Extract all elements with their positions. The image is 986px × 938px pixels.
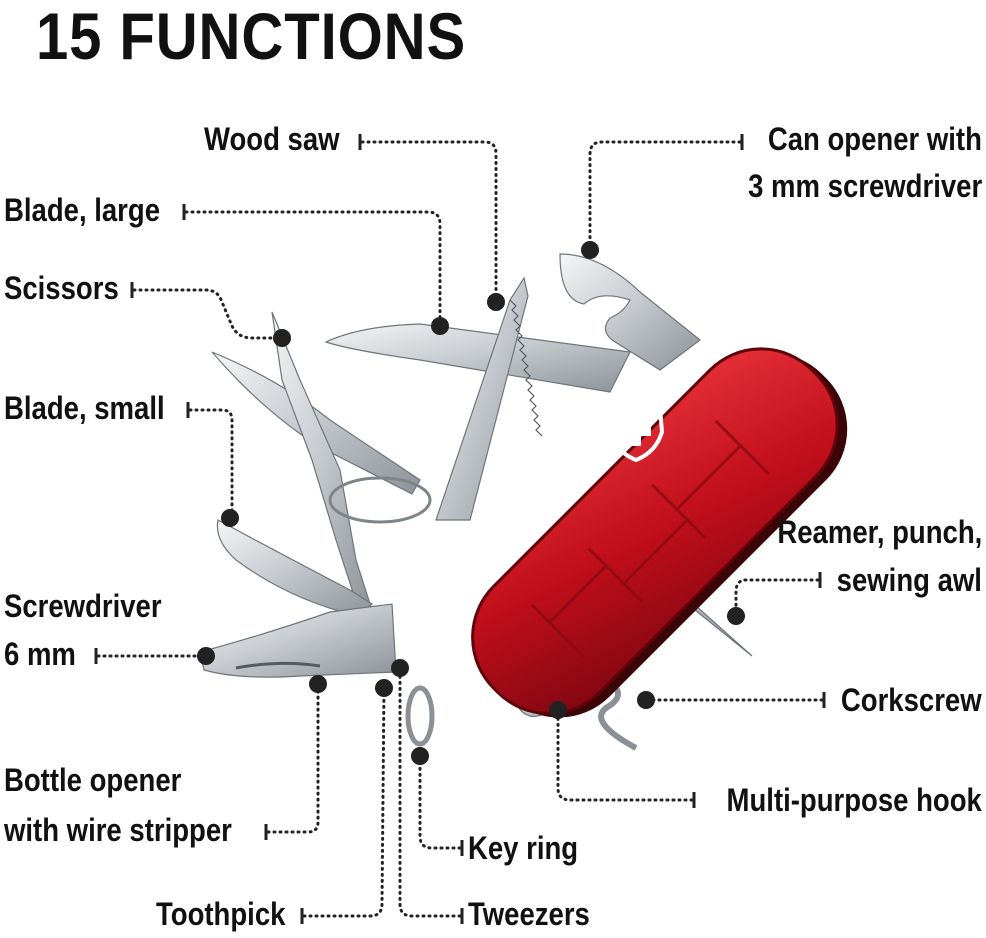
label-scissors: Scissors xyxy=(4,270,119,306)
label-blade-large: Blade, large xyxy=(4,192,161,228)
leader-blade-large xyxy=(184,210,442,328)
leader-reamer xyxy=(734,578,820,618)
label-can-opener-line2: 3 mm screwdriver xyxy=(747,168,982,204)
label-reamer-line2: sewing awl xyxy=(836,562,982,598)
leader-toothpick xyxy=(302,686,386,918)
leader-can-opener xyxy=(588,140,742,252)
label-screwdriver-line1: Screwdriver xyxy=(4,588,162,624)
leader-wood-saw xyxy=(360,140,498,304)
leader-bottle-opener xyxy=(266,682,320,834)
label-toothpick: Toothpick xyxy=(156,896,286,932)
handle xyxy=(471,347,848,718)
label-bottle-opener-line2: with wire stripper xyxy=(4,812,232,848)
leader-tweezers xyxy=(398,666,462,918)
label-can-opener-line1: Can opener with xyxy=(767,121,982,157)
label-key-ring: Key ring xyxy=(468,830,579,866)
label-corkscrew: Corkscrew xyxy=(841,682,982,718)
small-blade-shape xyxy=(216,519,374,617)
wood-saw-shape xyxy=(435,276,529,521)
leader-multi-hook xyxy=(556,708,694,802)
label-blade-small: Blade, small xyxy=(4,390,165,426)
label-wood-saw: Wood saw xyxy=(204,121,340,157)
leader-blade-small xyxy=(188,408,234,520)
anchor-dots xyxy=(197,241,745,765)
can-opener-shape xyxy=(559,253,701,371)
label-tweezers: Tweezers xyxy=(468,896,590,932)
leader-key-ring xyxy=(418,754,462,850)
swiss-cross-logo xyxy=(607,406,665,463)
label-screwdriver-line2: 6 mm xyxy=(4,636,76,672)
label-reamer-line1: Reamer, punch, xyxy=(777,514,982,550)
label-multi-hook: Multi-purpose hook xyxy=(726,782,982,818)
key-ring-shape xyxy=(405,685,435,747)
page-title: 15 FUNCTIONS xyxy=(36,0,467,73)
leader-end-ticks xyxy=(94,134,826,924)
bottle-opener-shape xyxy=(199,603,397,678)
leader-scissors xyxy=(132,288,282,340)
leader-lines xyxy=(96,140,824,918)
label-bottle-opener-line1: Bottle opener xyxy=(4,762,182,798)
large-blade-shape xyxy=(324,323,631,393)
